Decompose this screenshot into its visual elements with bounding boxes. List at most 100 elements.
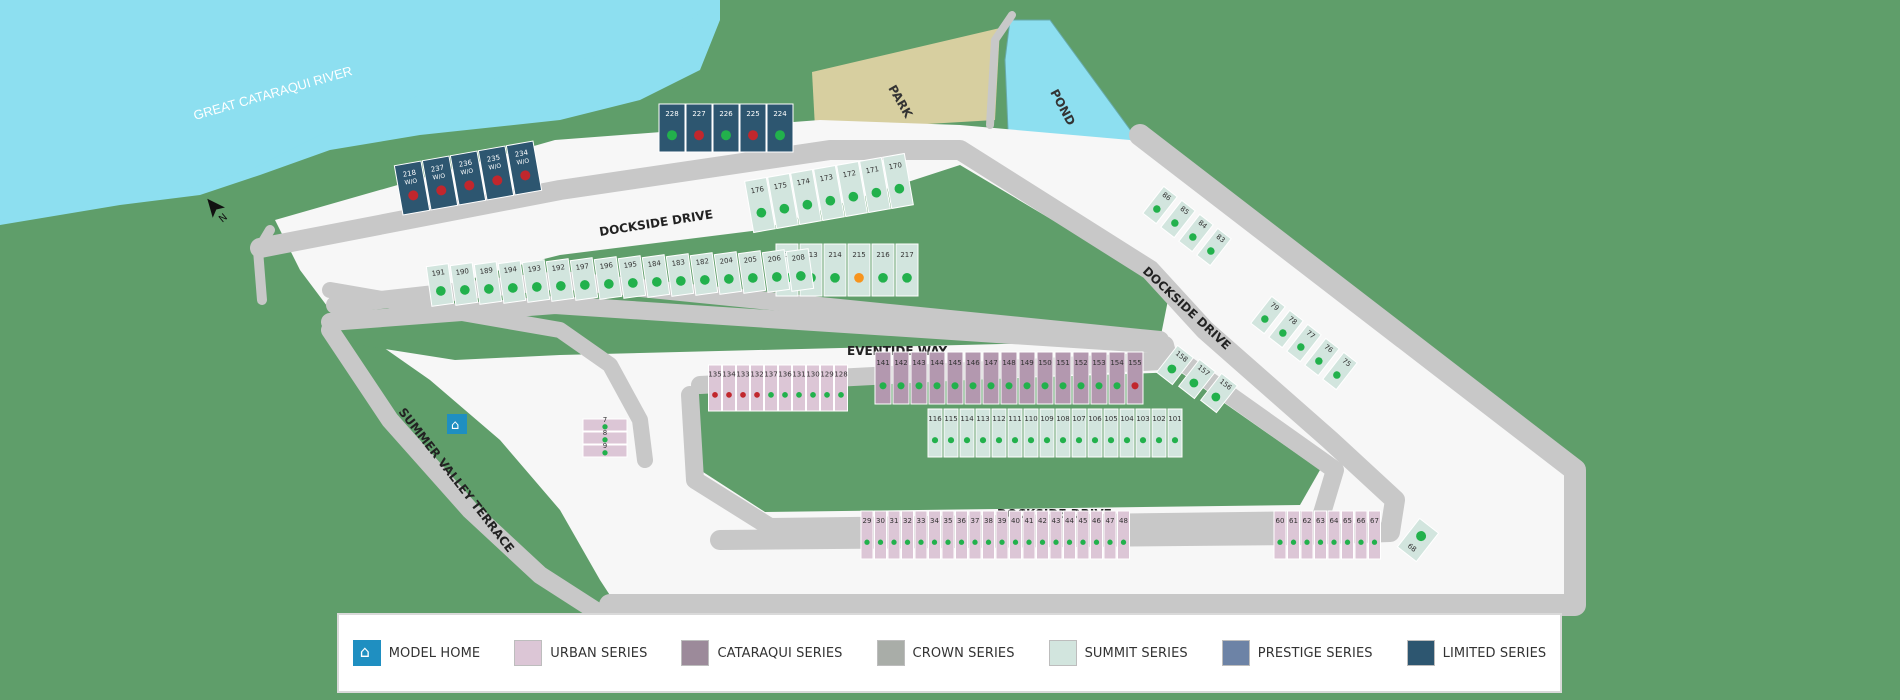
lot[interactable]: 192 bbox=[545, 258, 575, 302]
lot[interactable]: 128 bbox=[834, 364, 848, 412]
lot[interactable]: 174 bbox=[790, 168, 822, 226]
lot[interactable]: 151 bbox=[1054, 351, 1072, 405]
lot[interactable]: 102 bbox=[1151, 408, 1167, 458]
lot[interactable]: 112 bbox=[991, 408, 1007, 458]
lot[interactable]: 84 bbox=[1178, 213, 1214, 253]
lot[interactable]: 9 bbox=[582, 442, 628, 458]
lot[interactable]: 183 bbox=[665, 253, 695, 297]
lot[interactable]: 191 bbox=[425, 263, 455, 307]
lot[interactable]: 190 bbox=[449, 262, 479, 306]
lot[interactable]: 113 bbox=[975, 408, 991, 458]
lot[interactable]: 103 bbox=[1135, 408, 1151, 458]
lot[interactable]: 141 bbox=[874, 351, 892, 405]
lot[interactable]: 225 bbox=[739, 103, 767, 153]
lot[interactable]: 44 bbox=[1063, 510, 1076, 560]
lot[interactable]: 134 bbox=[722, 364, 736, 412]
lot[interactable]: 60 bbox=[1273, 510, 1287, 560]
lot[interactable]: 155 bbox=[1126, 351, 1144, 405]
lot[interactable]: 142 bbox=[892, 351, 910, 405]
lot[interactable]: 101 bbox=[1167, 408, 1183, 458]
lot[interactable]: 75 bbox=[1322, 351, 1358, 391]
lot[interactable]: 189 bbox=[473, 261, 503, 305]
lot[interactable]: 171 bbox=[859, 156, 891, 214]
lot[interactable]: 47 bbox=[1103, 510, 1117, 560]
lot[interactable]: 143 bbox=[910, 351, 928, 405]
lot[interactable]: 195 bbox=[617, 255, 647, 299]
lot[interactable]: 182 bbox=[689, 252, 719, 296]
lot[interactable]: 104 bbox=[1119, 408, 1135, 458]
lot[interactable]: 62 bbox=[1300, 510, 1314, 560]
lot[interactable]: 150 bbox=[1036, 351, 1054, 405]
lot[interactable]: 156 bbox=[1199, 372, 1239, 414]
lot[interactable]: 204 bbox=[713, 251, 743, 295]
lot[interactable]: 107 bbox=[1071, 408, 1087, 458]
lot[interactable]: 41 bbox=[1022, 510, 1036, 560]
lot[interactable]: 146 bbox=[964, 351, 982, 405]
lot[interactable]: 153 bbox=[1090, 351, 1108, 405]
lot[interactable]: 157 bbox=[1177, 358, 1217, 400]
lot[interactable]: 109 bbox=[1039, 408, 1055, 458]
lot[interactable]: 196 bbox=[593, 256, 623, 300]
lot[interactable]: 37 bbox=[968, 510, 982, 560]
lot[interactable]: 135 bbox=[708, 364, 722, 412]
lot[interactable]: 33 bbox=[914, 510, 928, 560]
lot[interactable]: 31 bbox=[887, 510, 901, 560]
lot[interactable]: 39 bbox=[995, 510, 1009, 560]
lot[interactable]: 170 bbox=[882, 152, 914, 210]
lot[interactable]: 38 bbox=[982, 510, 995, 560]
lot[interactable]: 227 bbox=[685, 103, 713, 153]
lot[interactable]: 175 bbox=[767, 172, 799, 230]
lot[interactable]: 66 bbox=[1354, 510, 1368, 560]
lot[interactable]: 137 bbox=[764, 364, 778, 412]
lot[interactable]: 43 bbox=[1049, 510, 1063, 560]
lot[interactable]: 83 bbox=[1196, 227, 1232, 267]
lot[interactable]: 64 bbox=[1327, 510, 1341, 560]
lot[interactable]: 106 bbox=[1087, 408, 1103, 458]
lot[interactable]: 61 bbox=[1287, 510, 1300, 560]
lot[interactable]: 147 bbox=[982, 351, 1000, 405]
lot[interactable]: 158 bbox=[1155, 344, 1195, 386]
lot[interactable]: 206 bbox=[761, 249, 791, 293]
lot[interactable]: 173 bbox=[813, 164, 845, 222]
lot[interactable]: 226 bbox=[712, 103, 740, 153]
lot[interactable]: 68 bbox=[1396, 517, 1440, 563]
lot[interactable]: 46 bbox=[1090, 510, 1103, 560]
lot[interactable]: 228 bbox=[658, 103, 686, 153]
lot[interactable]: 176 bbox=[744, 176, 776, 234]
lot[interactable]: 67 bbox=[1368, 510, 1381, 560]
lot[interactable]: 114 bbox=[959, 408, 975, 458]
lot[interactable]: 34 bbox=[928, 510, 941, 560]
lot[interactable]: 152 bbox=[1072, 351, 1090, 405]
lot[interactable]: 193 bbox=[521, 259, 551, 303]
lot[interactable]: 131 bbox=[792, 364, 806, 412]
lot[interactable]: 76 bbox=[1304, 337, 1340, 377]
lot[interactable]: 217 bbox=[895, 243, 919, 297]
lot[interactable]: 40 bbox=[1009, 510, 1022, 560]
lot[interactable]: 30 bbox=[874, 510, 887, 560]
lot[interactable]: 133 bbox=[736, 364, 750, 412]
lot[interactable]: 48 bbox=[1117, 510, 1130, 560]
lot[interactable]: 29 bbox=[860, 510, 874, 560]
lot[interactable]: 208 bbox=[785, 248, 815, 292]
lot[interactable]: 149 bbox=[1018, 351, 1036, 405]
lot[interactable]: 154 bbox=[1108, 351, 1126, 405]
lot[interactable]: 42 bbox=[1036, 510, 1049, 560]
lot[interactable]: 78 bbox=[1268, 309, 1304, 349]
lot[interactable]: 145 bbox=[946, 351, 964, 405]
lot[interactable]: 132 bbox=[750, 364, 764, 412]
lot[interactable]: 105 bbox=[1103, 408, 1119, 458]
model-home-marker[interactable]: ⌂ bbox=[447, 414, 467, 434]
lot[interactable]: 214 bbox=[823, 243, 847, 297]
lot[interactable]: 110 bbox=[1023, 408, 1039, 458]
lot[interactable]: 148 bbox=[1000, 351, 1018, 405]
lot[interactable]: 136 bbox=[778, 364, 792, 412]
lot[interactable]: 79 bbox=[1250, 295, 1286, 335]
lot[interactable]: 111 bbox=[1007, 408, 1023, 458]
lot[interactable]: 205 bbox=[737, 250, 767, 294]
lot[interactable]: 224 bbox=[766, 103, 794, 153]
